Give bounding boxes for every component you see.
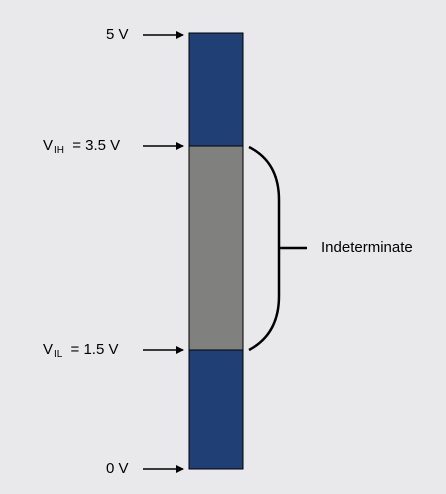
label-0v: 0 V <box>106 460 129 477</box>
vih-subscript: IH <box>54 145 65 156</box>
vih-value: = 3.5 V <box>72 137 121 154</box>
vih-symbol: V <box>43 137 54 154</box>
label-5v: 5 V <box>106 26 129 43</box>
indeterminate-band <box>188 145 244 351</box>
vil-symbol: V <box>43 341 54 358</box>
low-logic-band <box>188 349 244 470</box>
high-logic-band <box>188 32 244 147</box>
vil-subscript: IL <box>54 349 63 360</box>
vil-value: = 1.5 V <box>70 341 119 358</box>
indeterminate-label: Indeterminate <box>321 239 413 256</box>
indeterminate-bracket <box>248 145 281 352</box>
label-vil: VIL = 1.5 V <box>43 341 118 361</box>
label-vih: VIH = 3.5 V <box>43 137 120 157</box>
